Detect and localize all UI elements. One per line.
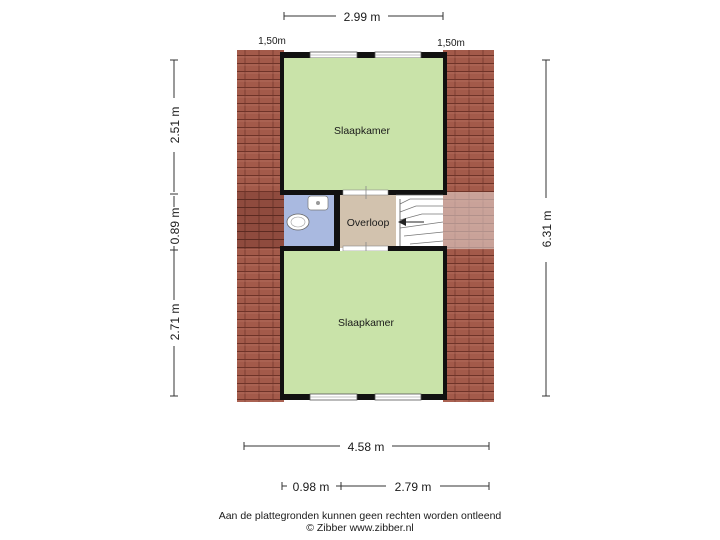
dimension-right <box>542 59 550 397</box>
dimension-bottom-segments <box>281 482 490 490</box>
roof-height-left-label: 1,50m <box>258 36 286 47</box>
dimension-bottom-label: 4.58 m <box>348 440 385 454</box>
wall-right-upper <box>443 52 447 192</box>
landing-floor <box>340 195 396 248</box>
dimension-bottom <box>243 442 490 450</box>
footer-copyright: © Zibber www.zibber.nl <box>306 522 414 534</box>
window-bottom-right <box>374 393 422 401</box>
stair-arrow-icon <box>398 218 424 226</box>
wall-right-lower <box>443 249 447 400</box>
roof-tiles-left-dormer <box>237 192 284 249</box>
dimension-top <box>283 12 444 20</box>
sink-icon <box>307 195 329 211</box>
landing-label: Overloop <box>347 217 390 229</box>
door-landing-top <box>342 186 389 199</box>
dimension-bottom-right-segment-label: 2.79 m <box>395 480 432 494</box>
footer-disclaimer: Aan de plattegronden kunnen geen rechten… <box>218 510 502 522</box>
toilet-icon <box>286 213 310 231</box>
dimension-left <box>170 59 178 397</box>
dimension-left-bottom-label: 2.71 m <box>168 304 182 341</box>
top-bedroom-floor <box>284 58 443 192</box>
roof-height-right-label: 1,50m <box>437 38 465 49</box>
dimension-bottom-left-segment-label: 0.98 m <box>293 480 330 494</box>
wall-top <box>280 52 447 58</box>
wall-left-lower <box>280 249 284 400</box>
bottom-bedroom-floor <box>284 251 443 394</box>
wall-bathroom-landing <box>334 193 340 250</box>
wall-left-upper <box>280 52 284 192</box>
top-bedroom-label: Slaapkamer <box>334 125 391 137</box>
dimension-left-middle-label: 0.89 m <box>168 208 182 245</box>
dimension-left-top-label: 2.51 m <box>168 107 182 144</box>
wall-bottom <box>280 394 447 400</box>
window-top-left <box>309 51 358 59</box>
window-bottom-left <box>309 393 358 401</box>
dimension-right-label: 6.31 m <box>540 211 554 248</box>
wall-middle-bottom <box>280 246 340 251</box>
window-top-right <box>374 51 422 59</box>
bottom-bedroom-label: Slaapkamer <box>338 317 395 329</box>
dimension-top-label: 2.99 m <box>344 10 381 24</box>
